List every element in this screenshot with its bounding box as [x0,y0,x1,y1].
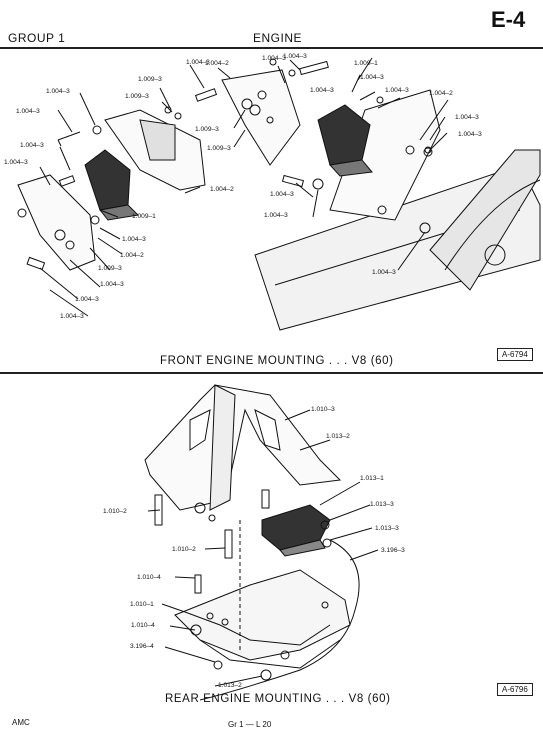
front-label: 1.004–3 [16,108,40,115]
front-label: 1.004–3 [455,114,479,121]
footer-left: AMC [12,718,30,727]
front-label: 1.004–3 [264,212,288,219]
front-label: 1.009–1 [132,213,156,220]
rear-caption: REAR ENGINE MOUNTING . . . V8 (60) [165,693,391,705]
front-label: 1.009–3 [98,265,122,272]
rear-labels: 1.010–3 1.013–2 1.013–1 1.013–3 1.013–3 … [103,406,405,689]
rear-label: 1.010–3 [311,406,335,413]
front-label: 1.004–3 [46,88,70,95]
front-label: 1.004–3 [75,296,99,303]
front-label: 1.009–3 [207,145,231,152]
rear-label: 1.010–2 [172,546,196,553]
rear-label: 1.013–3 [375,525,399,532]
section-title: ENGINE [253,31,303,45]
front-label: 1.009–3 [195,126,219,133]
front-label: 1.004–3 [20,142,44,149]
page-code: E-4 [491,7,526,32]
front-label: 1.004–3 [122,236,146,243]
front-label: 1.004–3 [60,313,84,320]
rear-label: 3.196–3 [381,547,405,554]
front-label: 1.004–3 [270,191,294,198]
front-label: 1.004–3 [310,87,334,94]
footer-center: Gr 1 — L 20 [228,720,272,729]
front-label: 1.004–2 [210,186,234,193]
front-caption: FRONT ENGINE MOUNTING . . . V8 (60) [160,355,394,367]
rear-label: 1.013–1 [360,475,384,482]
section-divider [0,372,543,374]
rear-label: 1.013–2 [218,682,242,689]
front-labels-lower: 1.009–3 1.004–3 1.004–3 1.004–3 [60,265,124,320]
front-label: 1.004–3 [186,59,210,66]
front-label: 1.004–2 [205,60,229,67]
front-label: 1.004–3 [372,269,396,276]
front-label: 1.004–3 [385,87,409,94]
rear-label: 1.013–3 [370,501,394,508]
front-ref-code: A-6794 [497,348,533,361]
front-label: 1.004–3 [283,53,307,60]
front-label: 1.004–3 [4,159,28,166]
rear-label: 1.010–1 [130,601,154,608]
front-label: 1.009–1 [354,60,378,67]
rear-label: 1.010–2 [103,508,127,515]
front-label: 1.004–3 [100,281,124,288]
front-label: 1.004–2 [429,90,453,97]
header-rule [0,47,543,49]
rear-label: 1.013–2 [326,433,350,440]
front-label: 1.004–3 [360,74,384,81]
front-label: 1.009–3 [138,76,162,83]
rear-label: 1.010–4 [131,622,155,629]
rear-ref-code: A-6796 [497,683,533,696]
front-label: 1.009–3 [125,93,149,100]
rear-label: 1.010–4 [137,574,161,581]
front-label: 1.004–3 [458,131,482,138]
front-label: 1.004–2 [120,252,144,259]
group-label: GROUP 1 [8,31,66,45]
front-labels: 1.004–3 1.004–2 1.004–3 1.009–3 1.009–3 … [4,53,482,276]
front-label: 1.004–3 [262,55,286,62]
rear-label: 3.196–4 [130,643,154,650]
